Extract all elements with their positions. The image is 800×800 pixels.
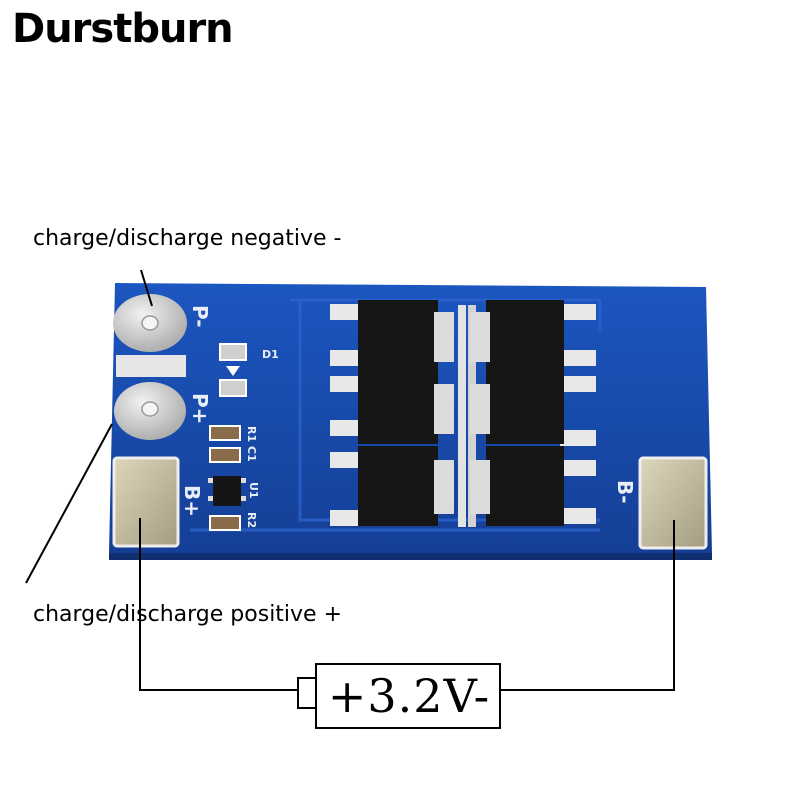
label-b-minus: B-	[613, 480, 637, 504]
label-u1: U1	[247, 482, 260, 499]
label-r2: R2	[245, 512, 258, 528]
mosfet-5	[470, 372, 596, 446]
mosfet-1	[330, 300, 454, 372]
label-p-plus: P+	[188, 393, 212, 424]
wire-positive	[139, 518, 300, 691]
silver-strip	[116, 355, 186, 377]
label-r1: R1	[245, 426, 258, 442]
b-plus-pad	[112, 456, 180, 548]
brand-logo: Durstburn	[12, 6, 234, 52]
mosfet-6	[470, 446, 596, 526]
smd-components	[208, 343, 247, 531]
leader-negative	[140, 269, 153, 307]
battery-label: +3.2V-	[327, 669, 491, 723]
wire-negative	[500, 520, 675, 691]
p-plus-pad	[114, 382, 186, 440]
leader-positive	[25, 423, 113, 584]
label-d1: D1	[262, 348, 279, 361]
mosfet-3	[330, 446, 454, 526]
label-p-minus: P-	[188, 305, 212, 328]
annotation-positive: charge/discharge positive +	[33, 602, 343, 627]
label-c1: C1	[245, 446, 258, 462]
annotation-negative: charge/discharge negative -	[33, 226, 342, 251]
mosfet-array	[330, 300, 596, 526]
label-b-plus: B+	[180, 485, 204, 517]
mosfet-2	[330, 372, 454, 444]
p-minus-pad	[113, 294, 187, 352]
mosfet-4	[470, 300, 596, 372]
battery-symbol	[297, 663, 501, 729]
